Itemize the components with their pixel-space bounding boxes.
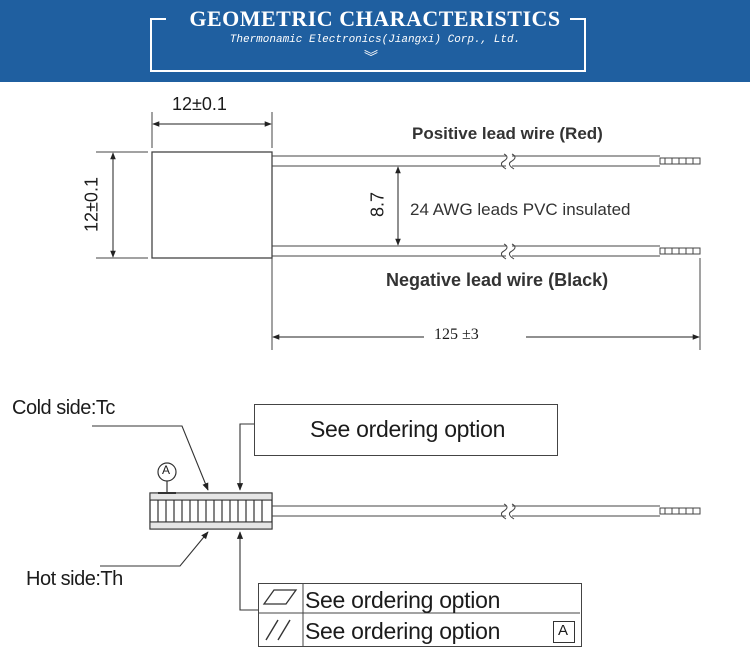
positive-lead-label: Positive lead wire (Red) bbox=[412, 124, 603, 143]
chevron-down-icon: ︾ bbox=[364, 49, 378, 65]
header-banner: GEOMETRIC CHARACTERISTICS Thermonamic El… bbox=[0, 0, 750, 82]
bottom-tolerance-frame bbox=[258, 583, 582, 647]
cold-side-leader bbox=[92, 425, 209, 491]
flatness-option-text-2: See ordering option bbox=[305, 587, 501, 613]
height-dimension-label: 12±0.1 bbox=[81, 177, 102, 232]
flatness-icon-bottom bbox=[262, 589, 298, 605]
module-top-outline bbox=[151, 151, 273, 259]
hot-side-leader bbox=[100, 531, 209, 567]
lead-spacing-label: 8.7 bbox=[367, 191, 388, 218]
lead-length-label: 125 ±3 bbox=[434, 326, 479, 343]
side-lead-stripped-end bbox=[659, 507, 701, 515]
company-subtitle: Thermonamic Electronics(Jiangxi) Corp., … bbox=[229, 34, 521, 46]
width-dimension-label: 12±0.1 bbox=[172, 94, 227, 114]
technical-drawing bbox=[92, 112, 701, 646]
parallelism-option-text: See ordering option bbox=[305, 618, 501, 644]
page-title: GEOMETRIC CHARACTERISTICS bbox=[189, 6, 561, 31]
bottom-tolerance-leader bbox=[236, 531, 258, 611]
flatness-leader bbox=[236, 423, 254, 491]
parallelism-datum-label: A bbox=[558, 622, 569, 639]
negative-lead-stripped-end bbox=[659, 247, 701, 255]
plate-thickness-bottom bbox=[149, 521, 273, 530]
negative-lead-label: Negative lead wire (Black) bbox=[386, 270, 609, 290]
datum-label: A bbox=[162, 463, 171, 477]
pellet-array bbox=[157, 500, 263, 522]
insulation-label: 24 AWG leads PVC insulated bbox=[410, 200, 631, 219]
banner-frame bbox=[150, 18, 586, 72]
hot-side-label: Hot side:Th bbox=[26, 568, 123, 590]
parallelism-icon bbox=[265, 619, 291, 641]
flatness-tolerance-frame bbox=[254, 404, 558, 456]
positive-lead-stripped-end bbox=[659, 157, 701, 165]
datum-reference-box bbox=[553, 621, 575, 643]
plate-thickness-top bbox=[149, 492, 273, 501]
flatness-option-text: See ordering option bbox=[310, 416, 506, 442]
cold-side-label: Cold side:Tc bbox=[12, 397, 115, 419]
